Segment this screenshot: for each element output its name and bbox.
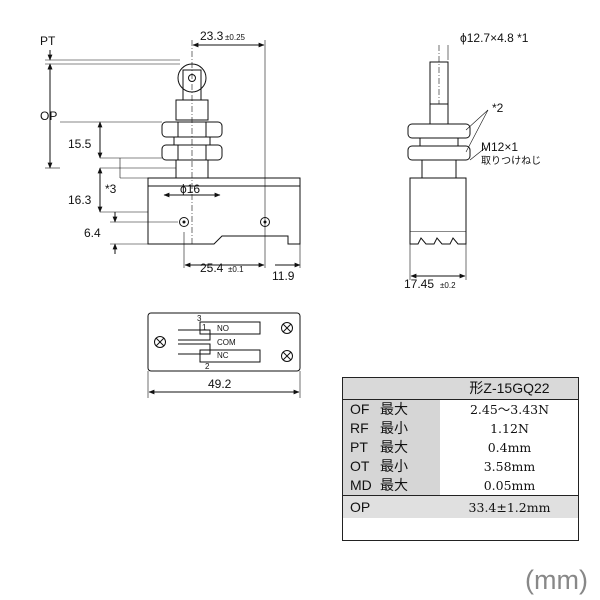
terminal-2: 2 <box>205 362 210 371</box>
spec-row-op: OP 33.4±1.2mm <box>342 495 579 518</box>
dim-15-5: 15.5 <box>68 137 92 151</box>
side-terminals <box>409 232 467 245</box>
spec-table-header: 形Z-15GQ22 <box>342 377 579 400</box>
bottom-body <box>147 312 301 372</box>
param-value: 1.12N <box>490 421 529 436</box>
note-3: *3 <box>105 182 117 196</box>
terminal-no: NO <box>217 324 229 333</box>
dim-roller: ϕ12.7×4.8 *1 <box>460 31 529 45</box>
bottom-view <box>147 312 301 398</box>
qualifier-label: 最小 <box>380 458 408 474</box>
front-view <box>45 40 301 268</box>
dim-17-45-tol: ±0.2 <box>440 281 456 290</box>
spec-row: RF 最小 1.12N <box>342 419 579 438</box>
unit-label: (mm) <box>525 565 588 595</box>
spec-table: 形Z-15GQ22 OF 最大 2.45～3.43N RF 最小 1.12N PT 最… <box>342 377 579 518</box>
dim-25-4-tol: ±0.1 <box>228 265 244 274</box>
qualifier-label: 最大 <box>380 401 408 417</box>
note-2: *2 <box>492 101 504 115</box>
spec-row: OT 最小 3.58mm <box>342 457 579 476</box>
terminal-3: 3 <box>197 314 202 323</box>
qualifier-label: 最小 <box>380 420 408 436</box>
side-nut-lower <box>407 145 471 161</box>
param-label: MD <box>350 477 372 493</box>
dim-phi16: ϕ16 <box>180 182 200 196</box>
terminal-1: 1 <box>202 323 207 332</box>
dim-25-4: 25.4 <box>200 261 224 275</box>
front-body <box>147 177 301 245</box>
spec-row: MD 最大 0.05mm <box>342 476 579 496</box>
dim-23-3: 23.3 <box>200 29 224 43</box>
param-value: 0.4mm <box>487 440 532 455</box>
label-pt: PT <box>40 34 56 48</box>
param-value: 2.45～3.43N <box>469 402 550 417</box>
param-value: 3.58mm <box>483 459 536 474</box>
dim-17-45: 17.45 <box>404 277 434 291</box>
thread-spec: M12×1 <box>481 140 518 154</box>
side-nut-upper <box>407 123 471 139</box>
model-name: 形Z-15GQ22 <box>440 377 579 400</box>
param-value: 0.05mm <box>483 478 536 493</box>
terminal-com: COM <box>217 338 236 347</box>
param-label: PT <box>350 439 368 455</box>
side-body <box>409 177 467 233</box>
spec-row: OF 最大 2.45～3.43N <box>342 399 579 419</box>
front-view-labels: PT OP 23.3 ±0.25 15.5 *3 16.3 6.4 ϕ16 25… <box>40 29 295 283</box>
dim-49-2: 49.2 <box>208 377 232 391</box>
terminal-nc: NC <box>217 351 229 360</box>
label-op: OP <box>40 109 57 123</box>
dim-6-4: 6.4 <box>84 226 101 240</box>
thread-jp: 取りつけねじ <box>481 155 541 167</box>
param-label: OT <box>350 458 370 474</box>
dim-23-3-tol: ±0.25 <box>225 33 246 42</box>
qualifier-label: 最大 <box>380 439 408 455</box>
bottom-view-labels: 3 1 2 NO COM NC 49.2 <box>197 314 236 391</box>
dim-11-9: 11.9 <box>272 269 295 283</box>
spec-row: PT 最大 0.4mm <box>342 438 579 457</box>
param-label: OF <box>350 401 370 417</box>
param-label: RF <box>350 420 369 436</box>
op-value: 33.4±1.2mm <box>440 495 579 518</box>
side-view-labels: ϕ12.7×4.8 *1 *2 M12×1 取りつけねじ 17.45 ±0.2 <box>404 31 541 291</box>
side-view <box>407 45 489 280</box>
qualifier-label: 最大 <box>380 477 408 493</box>
op-label: OP <box>342 495 440 518</box>
dim-16-3: 16.3 <box>68 193 92 207</box>
